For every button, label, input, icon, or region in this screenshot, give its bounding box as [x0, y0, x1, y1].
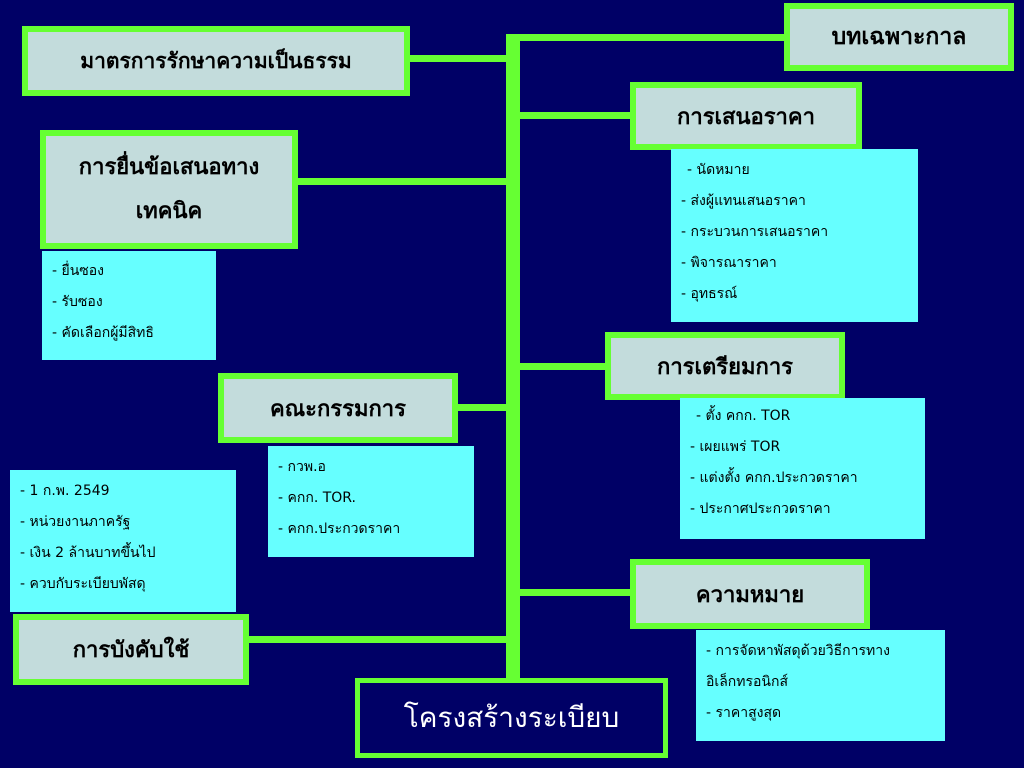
- list-item: - กระบวนการเสนอราคา: [681, 224, 829, 240]
- connector-bidding: [513, 112, 634, 119]
- special-provisions-label: บทเฉพาะกาล: [831, 24, 967, 50]
- connector-committee: [456, 404, 513, 411]
- definition-label: ความหมาย: [695, 582, 805, 608]
- preparation-details: - ตั้ง คกก. TOR - เผยแพร่ TOR - แต่งตั้ง…: [680, 398, 925, 539]
- list-item: - เผยแพร่ TOR: [690, 439, 781, 455]
- list-item: - ยื่นซอง: [52, 263, 105, 279]
- connector-definition: [513, 589, 634, 596]
- committee-box: คณะกรรมการ: [218, 373, 458, 443]
- list-item: - ควบกับระเบียบพัสดุ: [20, 576, 146, 592]
- fairness-measures-label: มาตรการรักษาความเป็นธรรม: [80, 48, 352, 73]
- preparation-box: การเตรียมการ: [605, 332, 845, 400]
- list-item: - แต่งตั้ง คกก.ประกวดราคา: [690, 470, 858, 486]
- enforcement-label: การบังคับใช้: [72, 638, 190, 663]
- bidding-label: การเสนอราคา: [677, 104, 815, 130]
- definition-box: ความหมาย: [630, 559, 870, 629]
- enforcement-box: การบังคับใช้: [13, 614, 249, 685]
- list-item: - คัดเลือกผู้มีสิทธิ: [52, 325, 154, 341]
- list-item: - หน่วยงานภาครัฐ: [20, 514, 131, 530]
- list-item: - กวพ.อ: [278, 459, 326, 475]
- connector-special: [513, 34, 788, 41]
- bidding-box: การเสนอราคา: [630, 82, 862, 150]
- list-item: - คกก.ประกวดราคา: [278, 521, 401, 537]
- connector-fairness: [408, 55, 513, 62]
- definition-details: - การจัดหาพัสดุด้วยวิธีการทางอิเล็กทรอนิ…: [696, 630, 945, 741]
- connector-enforcement: [248, 636, 513, 643]
- list-item: - พิจารณาราคา: [681, 255, 777, 271]
- fairness-measures-box: มาตรการรักษาความเป็นธรรม: [22, 26, 410, 96]
- list-item: - คกก. TOR.: [278, 490, 356, 506]
- special-provisions-box: บทเฉพาะกาล: [784, 3, 1014, 71]
- list-item: - ส่งผู้แทนเสนอราคา: [681, 193, 806, 209]
- connector-technical: [296, 178, 513, 185]
- list-item: - ประกาศประกวดราคา: [690, 501, 831, 517]
- preparation-label: การเตรียมการ: [657, 354, 793, 380]
- technical-proposal-details: - ยื่นซอง - รับซอง - คัดเลือกผู้มีสิทธิ: [42, 251, 216, 360]
- trunk-line: [506, 34, 520, 680]
- list-item: - นัดหมาย: [687, 162, 750, 178]
- committee-details: - กวพ.อ - คกก. TOR. - คกก.ประกวดราคา: [268, 446, 474, 557]
- list-item: - การจัดหาพัสดุด้วยวิธีการทางอิเล็กทรอนิ…: [706, 643, 890, 690]
- enforcement-details: - 1 ก.พ. 2549 - หน่วยงานภาครัฐ - เงิน 2 …: [10, 470, 236, 612]
- list-item: - ตั้ง คกก. TOR: [696, 408, 791, 424]
- committee-label: คณะกรรมการ: [270, 396, 406, 422]
- list-item: - รับซอง: [52, 294, 103, 310]
- list-item: - เงิน 2 ล้านบาทขึ้นไป: [20, 545, 156, 561]
- connector-preparation: [513, 363, 610, 370]
- page-title-text: โครงสร้างระเบียบ: [403, 701, 620, 734]
- technical-proposal-label: การยื่นข้อเสนอทางเทคนิค: [78, 154, 260, 224]
- list-item: - ราคาสูงสุด: [706, 705, 782, 721]
- list-item: - 1 ก.พ. 2549: [20, 483, 110, 499]
- bidding-details: - นัดหมาย - ส่งผู้แทนเสนอราคา - กระบวนกา…: [671, 149, 918, 322]
- page-title: โครงสร้างระเบียบ: [355, 678, 668, 758]
- list-item: - อุทธรณ์: [681, 286, 738, 302]
- technical-proposal-box: การยื่นข้อเสนอทางเทคนิค: [40, 130, 298, 249]
